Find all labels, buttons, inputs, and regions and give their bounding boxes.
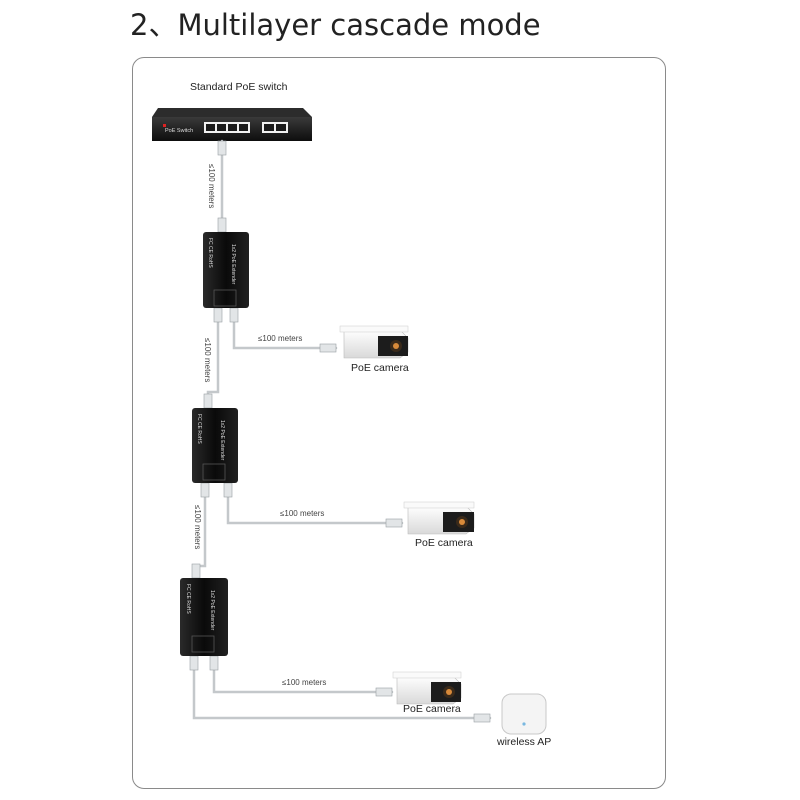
camera-3 <box>392 671 462 705</box>
poe-extender-3 <box>180 578 228 656</box>
cables <box>192 139 492 720</box>
distance-vertical-3: ≤100 meters <box>193 505 202 550</box>
distance-camera-1: ≤100 meters <box>258 334 303 343</box>
camera-1-label: PoE camera <box>351 362 409 374</box>
poe-switch <box>152 108 312 141</box>
extender-2-brand: FC CE RoHS <box>196 414 202 444</box>
wireless-ap <box>501 693 547 735</box>
distance-camera-2: ≤100 meters <box>280 509 325 518</box>
diagram-frame <box>132 57 666 789</box>
page-title: 2、Multilayer cascade mode <box>130 8 541 42</box>
distance-camera-3: ≤100 meters <box>282 678 327 687</box>
extender-1-brand: FC CE RoHS <box>207 238 213 268</box>
camera-1 <box>339 325 409 359</box>
camera-2 <box>403 501 475 535</box>
rj45-plugs <box>189 140 491 723</box>
wireless-ap-label: wireless AP <box>497 736 552 748</box>
extender-3-model: 1x2 PoE Extender <box>209 590 215 631</box>
switch-label: Standard PoE switch <box>190 81 288 93</box>
extender-3-brand: FC CE RoHS <box>185 584 191 614</box>
switch-brand-text: PoE Switch <box>165 128 194 134</box>
poe-extender-1 <box>203 232 249 308</box>
camera-2-label: PoE camera <box>415 537 473 549</box>
poe-extender-2 <box>192 408 238 483</box>
distance-vertical-1: ≤100 meters <box>207 164 216 209</box>
distance-vertical-2: ≤100 meters <box>203 338 212 383</box>
extender-2-model: 1x2 PoE Extender <box>219 420 225 461</box>
camera-3-label: PoE camera <box>403 703 461 715</box>
extender-1-model: 1x2 PoE Extender <box>230 244 236 285</box>
